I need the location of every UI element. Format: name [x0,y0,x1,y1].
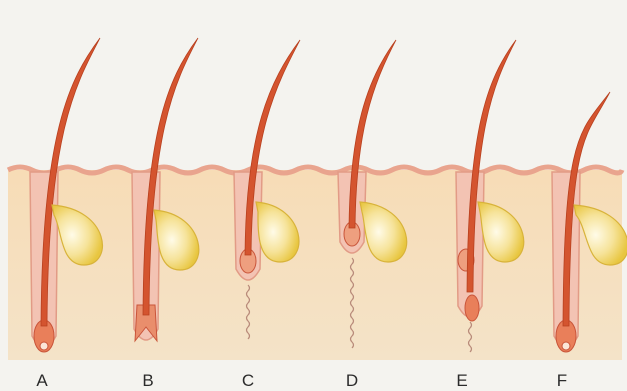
stage-label-d: D [346,371,358,390]
stage-label-f: F [557,371,567,390]
stage-label-e: E [456,371,467,390]
stage-label-c: C [242,371,254,390]
dermis-layer [8,170,622,360]
dermal-papilla [40,342,48,350]
stage-label-b: B [142,371,153,390]
stage-label-a: A [36,371,48,390]
dermal-papilla [562,342,570,350]
new-hair-bulb [465,295,479,321]
